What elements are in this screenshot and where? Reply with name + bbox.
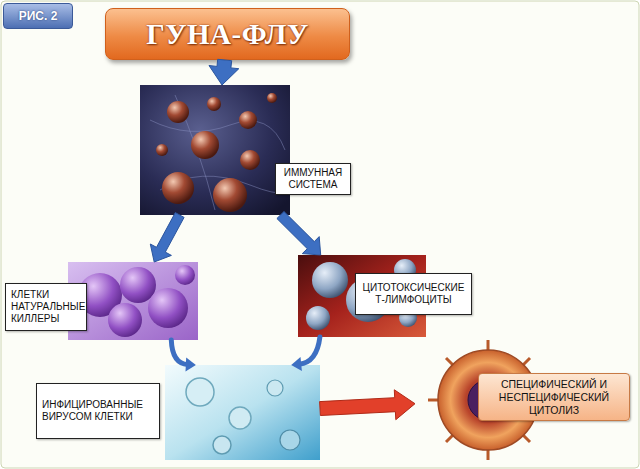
- block-arrow: [209, 59, 239, 85]
- image-node: ИММУННАЯ СИСТЕМА: [140, 85, 290, 215]
- curved-arrow: [171, 340, 196, 371]
- image-background: [68, 262, 198, 340]
- title-text: ГУНА-ФЛУ: [146, 18, 309, 51]
- arrow-shape: [320, 390, 415, 420]
- figure-number: РИС. 2: [3, 3, 73, 29]
- infected-cell: [280, 430, 300, 450]
- nk-cell: [148, 288, 188, 328]
- block-arrow: [277, 212, 321, 256]
- immune-cell: [156, 144, 168, 156]
- immune-cell: [162, 172, 194, 204]
- curved-arrow: [291, 337, 320, 371]
- infected-cell: [213, 436, 231, 454]
- image-node: ЦИТОТОКСИЧЕСКИЕ Т-ЛИМФОЦИТЫ: [298, 255, 426, 337]
- immune-cell: [191, 131, 219, 159]
- t-cell: [312, 262, 348, 298]
- infected-cell: [267, 380, 283, 396]
- immune-cell: [213, 178, 247, 212]
- block-arrow: [150, 213, 184, 262]
- image-node: СПЕЦИФИЧЕСКИЙ И НЕСПЕЦИФИЧЕСКИЙ ЦИТОЛИЗ: [415, 340, 561, 460]
- image-background: [165, 365, 320, 460]
- arrow-shape: [209, 59, 239, 85]
- node-label: СПЕЦИФИЧЕСКИЙ И НЕСПЕЦИФИЧЕСКИЙ ЦИТОЛИЗ: [478, 373, 630, 421]
- infected-cell: [229, 407, 251, 429]
- arrow-head: [186, 358, 196, 372]
- curved-arrow-line: [299, 337, 320, 364]
- block-arrow: [320, 390, 415, 420]
- infected-cell: [186, 378, 214, 406]
- immune-cell: [267, 93, 277, 103]
- curved-arrow-line: [171, 340, 188, 365]
- title-box: ГУНА-ФЛУ: [105, 8, 350, 60]
- node-label: КЛЕТКИ НАТУРАЛЬНЫЕ КИЛЛЕРЫ: [5, 283, 87, 331]
- t-cell: [306, 306, 330, 330]
- nk-cells-image: [68, 262, 198, 340]
- node-label: ИММУННАЯ СИСТЕМА: [275, 163, 351, 195]
- immune-cell: [207, 97, 221, 111]
- nk-cell: [175, 265, 195, 285]
- infected-cells-image: [165, 365, 320, 460]
- nk-cell: [120, 267, 156, 303]
- image-node: ИНФИЦИРОВАННЫЕ ВИРУСОМ КЛЕТКИ: [165, 365, 320, 460]
- node-label: ИНФИЦИРОВАННЫЕ ВИРУСОМ КЛЕТКИ: [36, 383, 160, 439]
- nk-cell: [108, 303, 142, 337]
- arrow-head: [291, 357, 302, 371]
- arrow-shape: [277, 212, 321, 256]
- immune-system-image: [140, 85, 290, 215]
- image-background: [140, 85, 290, 215]
- node-label: ЦИТОТОКСИЧЕСКИЕ Т-ЛИМФОЦИТЫ: [355, 273, 472, 315]
- arrow-shape: [150, 213, 184, 262]
- immune-cell: [239, 111, 257, 129]
- image-node: КЛЕТКИ НАТУРАЛЬНЫЕ КИЛЛЕРЫ: [68, 262, 198, 340]
- immune-cell: [167, 101, 189, 123]
- immune-cell: [240, 150, 260, 170]
